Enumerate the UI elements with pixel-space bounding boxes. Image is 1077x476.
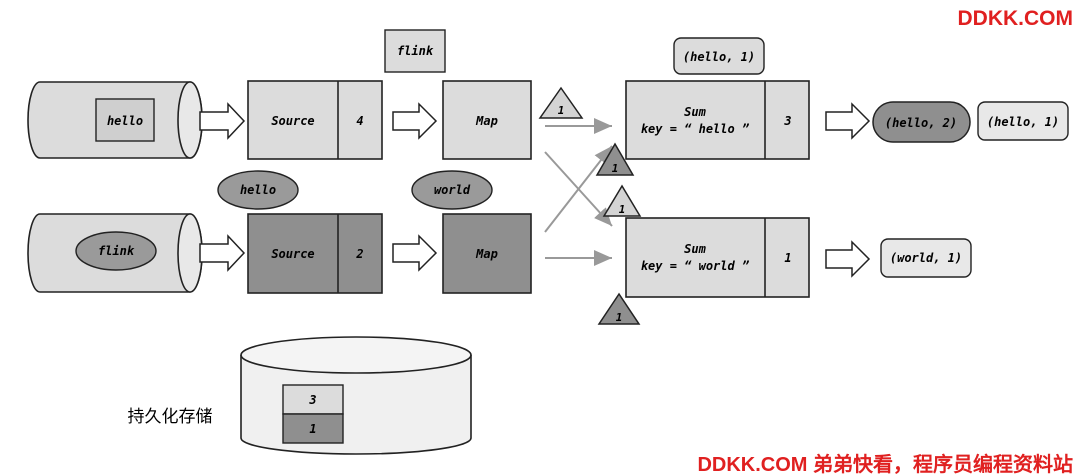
storage-slot-source-top [282, 384, 344, 415]
storage-label: 持久化存储 [128, 407, 213, 427]
bottom-map-operator [442, 213, 532, 294]
svg-text:flink: flink [397, 44, 434, 58]
bottom-source-operator: Source 2 [247, 213, 383, 294]
svg-text:1: 1 [616, 311, 623, 324]
bottom-source-label: Source [271, 247, 314, 261]
svg-text:1: 1 [619, 203, 626, 216]
top-source-operator: Source 4 [247, 80, 383, 160]
top-source-label: Source [271, 114, 314, 128]
top-queue-arrow [199, 102, 246, 140]
svg-text:1: 1 [558, 104, 565, 117]
sum-world-count: 1 [784, 251, 791, 265]
svg-text:(hello, 1): (hello, 1) [683, 50, 755, 64]
queue-record-ellipse [75, 231, 157, 271]
svg-text:(hello, 2): (hello, 2) [885, 116, 957, 130]
barrier-marker-top-map [538, 86, 584, 119]
bottom-source-map-arrow [392, 234, 438, 272]
queue-record-box [95, 98, 155, 142]
svg-text:1: 1 [309, 422, 316, 436]
sum-world-operator: Sum key = “ world ” 1 [625, 217, 810, 298]
barrier-marker-sum-world-top [602, 184, 642, 217]
bottom-map-label: Map [475, 247, 498, 261]
watermark-top: DDKK.COM [958, 7, 1074, 30]
svg-text:hello: hello [240, 183, 276, 197]
routing-arrows [544, 118, 613, 266]
persistent-storage: 3 1 [240, 336, 472, 455]
top-map-operator [442, 80, 532, 160]
storage-slot-source-bottom [282, 413, 344, 444]
sum-hello-output-arrow [825, 102, 871, 140]
watermark-bottom: DDKK.COM 弟弟快看，程序员编程资料站 [697, 452, 1073, 476]
barrier-marker-sum-hello [595, 142, 635, 176]
sum-hello-count: 3 [783, 114, 791, 128]
pending-record-hello [673, 37, 765, 75]
output-record-world-1 [880, 238, 972, 278]
svg-text:(world, 1): (world, 1) [890, 251, 962, 265]
sum-world-output-arrow [825, 240, 871, 278]
sum-world-title: Sum [684, 242, 706, 256]
svg-text:world: world [434, 183, 471, 197]
bottom-queue-arrow [199, 234, 246, 272]
barrier-marker-sum-world-bottom [597, 292, 641, 325]
top-map-label: Map [475, 114, 498, 128]
top-input-queue: hello [27, 81, 203, 159]
svg-text:3: 3 [308, 393, 316, 407]
bottom-source-offset: 2 [355, 247, 363, 261]
sum-hello-title: Sum [684, 105, 706, 119]
sum-hello-key: key = “ hello ” [641, 122, 750, 136]
in-flight-record-flink [384, 29, 446, 73]
svg-text:(hello, 1): (hello, 1) [987, 115, 1059, 129]
sum-hello-operator: Sum key = “ hello ” 3 [625, 80, 810, 160]
top-source-map-arrow [392, 102, 438, 140]
in-flight-record-hello [217, 170, 299, 210]
sum-world-key: key = “ world ” [641, 259, 750, 273]
in-flight-record-world [411, 170, 493, 210]
svg-text:1: 1 [612, 162, 619, 175]
top-source-offset: 4 [356, 114, 363, 128]
top-queue-record: hello [107, 114, 143, 128]
output-record-hello-2 [872, 101, 971, 143]
bottom-input-queue: flink [27, 213, 203, 293]
bottom-queue-record: flink [98, 244, 135, 258]
output-record-hello-1 [977, 101, 1069, 141]
